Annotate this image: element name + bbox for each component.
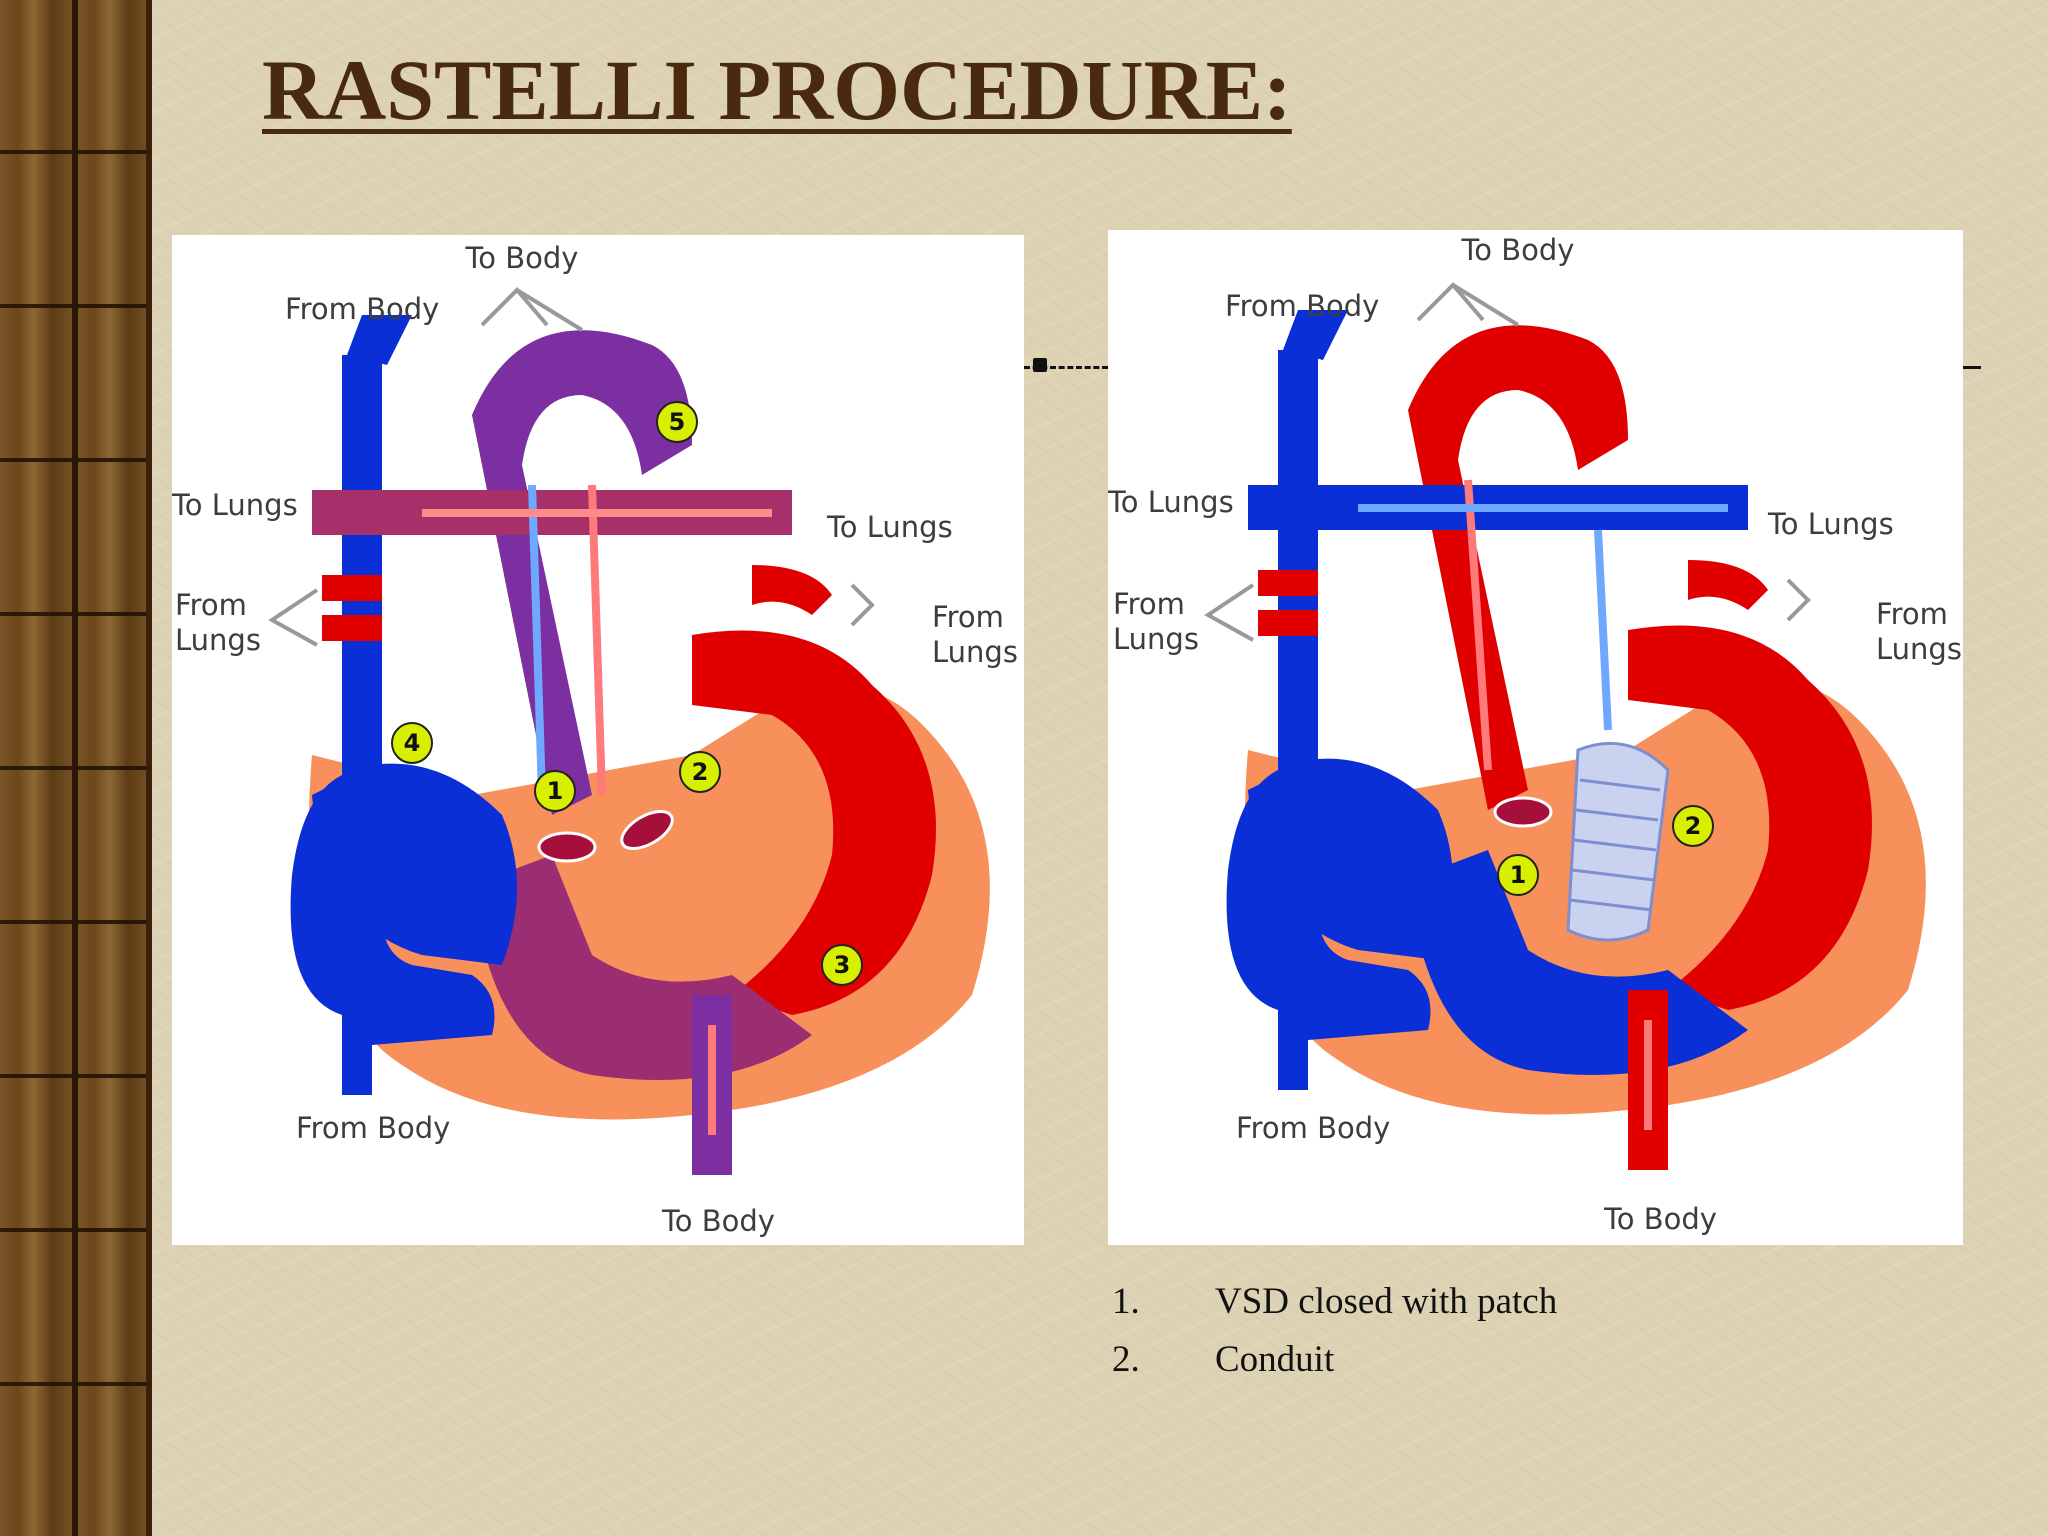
svg-text:5: 5 bbox=[669, 408, 686, 436]
flow-arrow-red bbox=[588, 484, 606, 796]
aorta-red bbox=[1408, 325, 1628, 810]
pulmonary-vein-left-2 bbox=[322, 615, 382, 641]
valve-2 bbox=[620, 809, 674, 851]
marker-5: 5 bbox=[656, 401, 698, 443]
marker-1: 1 bbox=[534, 770, 576, 812]
svc-top bbox=[1283, 310, 1348, 360]
pulmonary-vein-right bbox=[752, 565, 832, 615]
right-atrium bbox=[1248, 758, 1453, 960]
label-from-lungs-right-1: From bbox=[932, 600, 1004, 634]
legend-number: 1. bbox=[1112, 1280, 1140, 1322]
label-from-lungs-right-2: Lungs bbox=[1876, 632, 1962, 666]
label-from-lungs-right-1: From bbox=[1876, 597, 1948, 631]
label-to-body-bottom: To Body bbox=[661, 1204, 775, 1238]
pulmonary-vein-left-1 bbox=[322, 575, 382, 601]
marker-2: 2 bbox=[679, 751, 721, 793]
label-to-body-top: To Body bbox=[465, 241, 579, 275]
pulmonary-vein-left-1 bbox=[1258, 570, 1318, 596]
label-from-body-top: From Body bbox=[285, 292, 439, 326]
panel-connector-marker bbox=[1033, 358, 1047, 372]
label-to-lungs-right: To Lungs bbox=[1767, 507, 1894, 541]
slide-title: RASTELLI PROCEDURE: bbox=[262, 42, 1292, 138]
label-from-lungs-right-2: Lungs bbox=[932, 635, 1018, 669]
pulmonary-vein-right bbox=[1688, 560, 1768, 610]
label-from-lungs-left-1: From bbox=[175, 588, 247, 622]
from-lungs-right-bracket bbox=[1786, 578, 1811, 622]
vena-cava-blue bbox=[1226, 350, 1431, 1090]
valve-1 bbox=[1493, 796, 1553, 828]
marker-4: 4 bbox=[391, 722, 433, 764]
conduit bbox=[1566, 741, 1670, 942]
svg-text:1: 1 bbox=[1510, 861, 1527, 889]
svg-text:2: 2 bbox=[1685, 812, 1702, 840]
legend-item: 2. Conduit bbox=[1112, 1330, 1557, 1388]
right-heart-svg: 1 2 To Body From Body To Lungs To Lungs … bbox=[1108, 233, 1962, 1236]
procedure-legend: 1. VSD closed with patch 2. Conduit bbox=[1112, 1272, 1557, 1388]
label-from-body-bottom: From Body bbox=[1236, 1111, 1390, 1145]
marker-1: 1 bbox=[1497, 854, 1539, 896]
conduit-rings bbox=[1569, 778, 1661, 912]
label-to-body-bottom: To Body bbox=[1603, 1202, 1717, 1236]
legend-text: VSD closed with patch bbox=[1215, 1280, 1558, 1322]
label-from-body-bottom: From Body bbox=[296, 1111, 450, 1145]
panel-connector-line-right bbox=[1963, 366, 1981, 369]
to-body-top-bracket bbox=[1416, 282, 1520, 327]
label-from-lungs-left-1: From bbox=[1113, 587, 1185, 621]
vena-cava-blue bbox=[290, 355, 495, 1095]
legend-text: Conduit bbox=[1215, 1338, 1335, 1380]
label-from-body-top: From Body bbox=[1225, 289, 1379, 323]
left-heart-svg: 1 2 3 4 5 To Body From Body To Lungs To … bbox=[172, 241, 1018, 1238]
svg-text:2: 2 bbox=[692, 758, 709, 786]
marker-3: 3 bbox=[821, 944, 863, 986]
from-lungs-right-bracket bbox=[850, 583, 875, 627]
label-from-lungs-left-2: Lungs bbox=[175, 623, 261, 657]
valve-1 bbox=[537, 831, 597, 863]
label-to-lungs-right: To Lungs bbox=[826, 510, 953, 544]
pulmonary-vein-left-2 bbox=[1258, 610, 1318, 636]
from-lungs-left-bracket bbox=[1204, 583, 1255, 642]
left-heart-diagram: 1 2 3 4 5 To Body From Body To Lungs To … bbox=[172, 235, 1024, 1245]
svg-text:3: 3 bbox=[834, 951, 851, 979]
svg-text:1: 1 bbox=[547, 777, 564, 805]
label-to-lungs-left: To Lungs bbox=[1108, 485, 1234, 519]
flow-arrow-blue bbox=[528, 484, 546, 796]
pulmonary-left-stub bbox=[1248, 485, 1348, 530]
right-atrium bbox=[312, 763, 517, 965]
right-heart-diagram: 1 2 To Body From Body To Lungs To Lungs … bbox=[1108, 230, 1963, 1245]
label-from-lungs-left-2: Lungs bbox=[1113, 622, 1199, 656]
left-ventricle bbox=[692, 630, 936, 1015]
svc-top bbox=[347, 315, 412, 365]
legend-item: 1. VSD closed with patch bbox=[1112, 1272, 1557, 1330]
to-body-top-bracket bbox=[480, 287, 584, 332]
flow-arrow-blue bbox=[1594, 529, 1612, 731]
pulmonary-left-stub bbox=[312, 490, 412, 535]
label-to-body-top: To Body bbox=[1461, 233, 1575, 267]
marker-2: 2 bbox=[1672, 805, 1714, 847]
left-ventricle bbox=[1628, 625, 1872, 1010]
flow-arrow-red bbox=[1464, 479, 1492, 771]
from-lungs-left-bracket bbox=[268, 588, 319, 647]
label-to-lungs-left: To Lungs bbox=[172, 488, 298, 522]
svg-text:4: 4 bbox=[404, 729, 421, 757]
legend-number: 2. bbox=[1112, 1338, 1140, 1380]
aorta-mixed bbox=[472, 330, 692, 815]
panel-connector-line bbox=[1024, 366, 1108, 369]
wood-border-strip bbox=[0, 0, 152, 1536]
